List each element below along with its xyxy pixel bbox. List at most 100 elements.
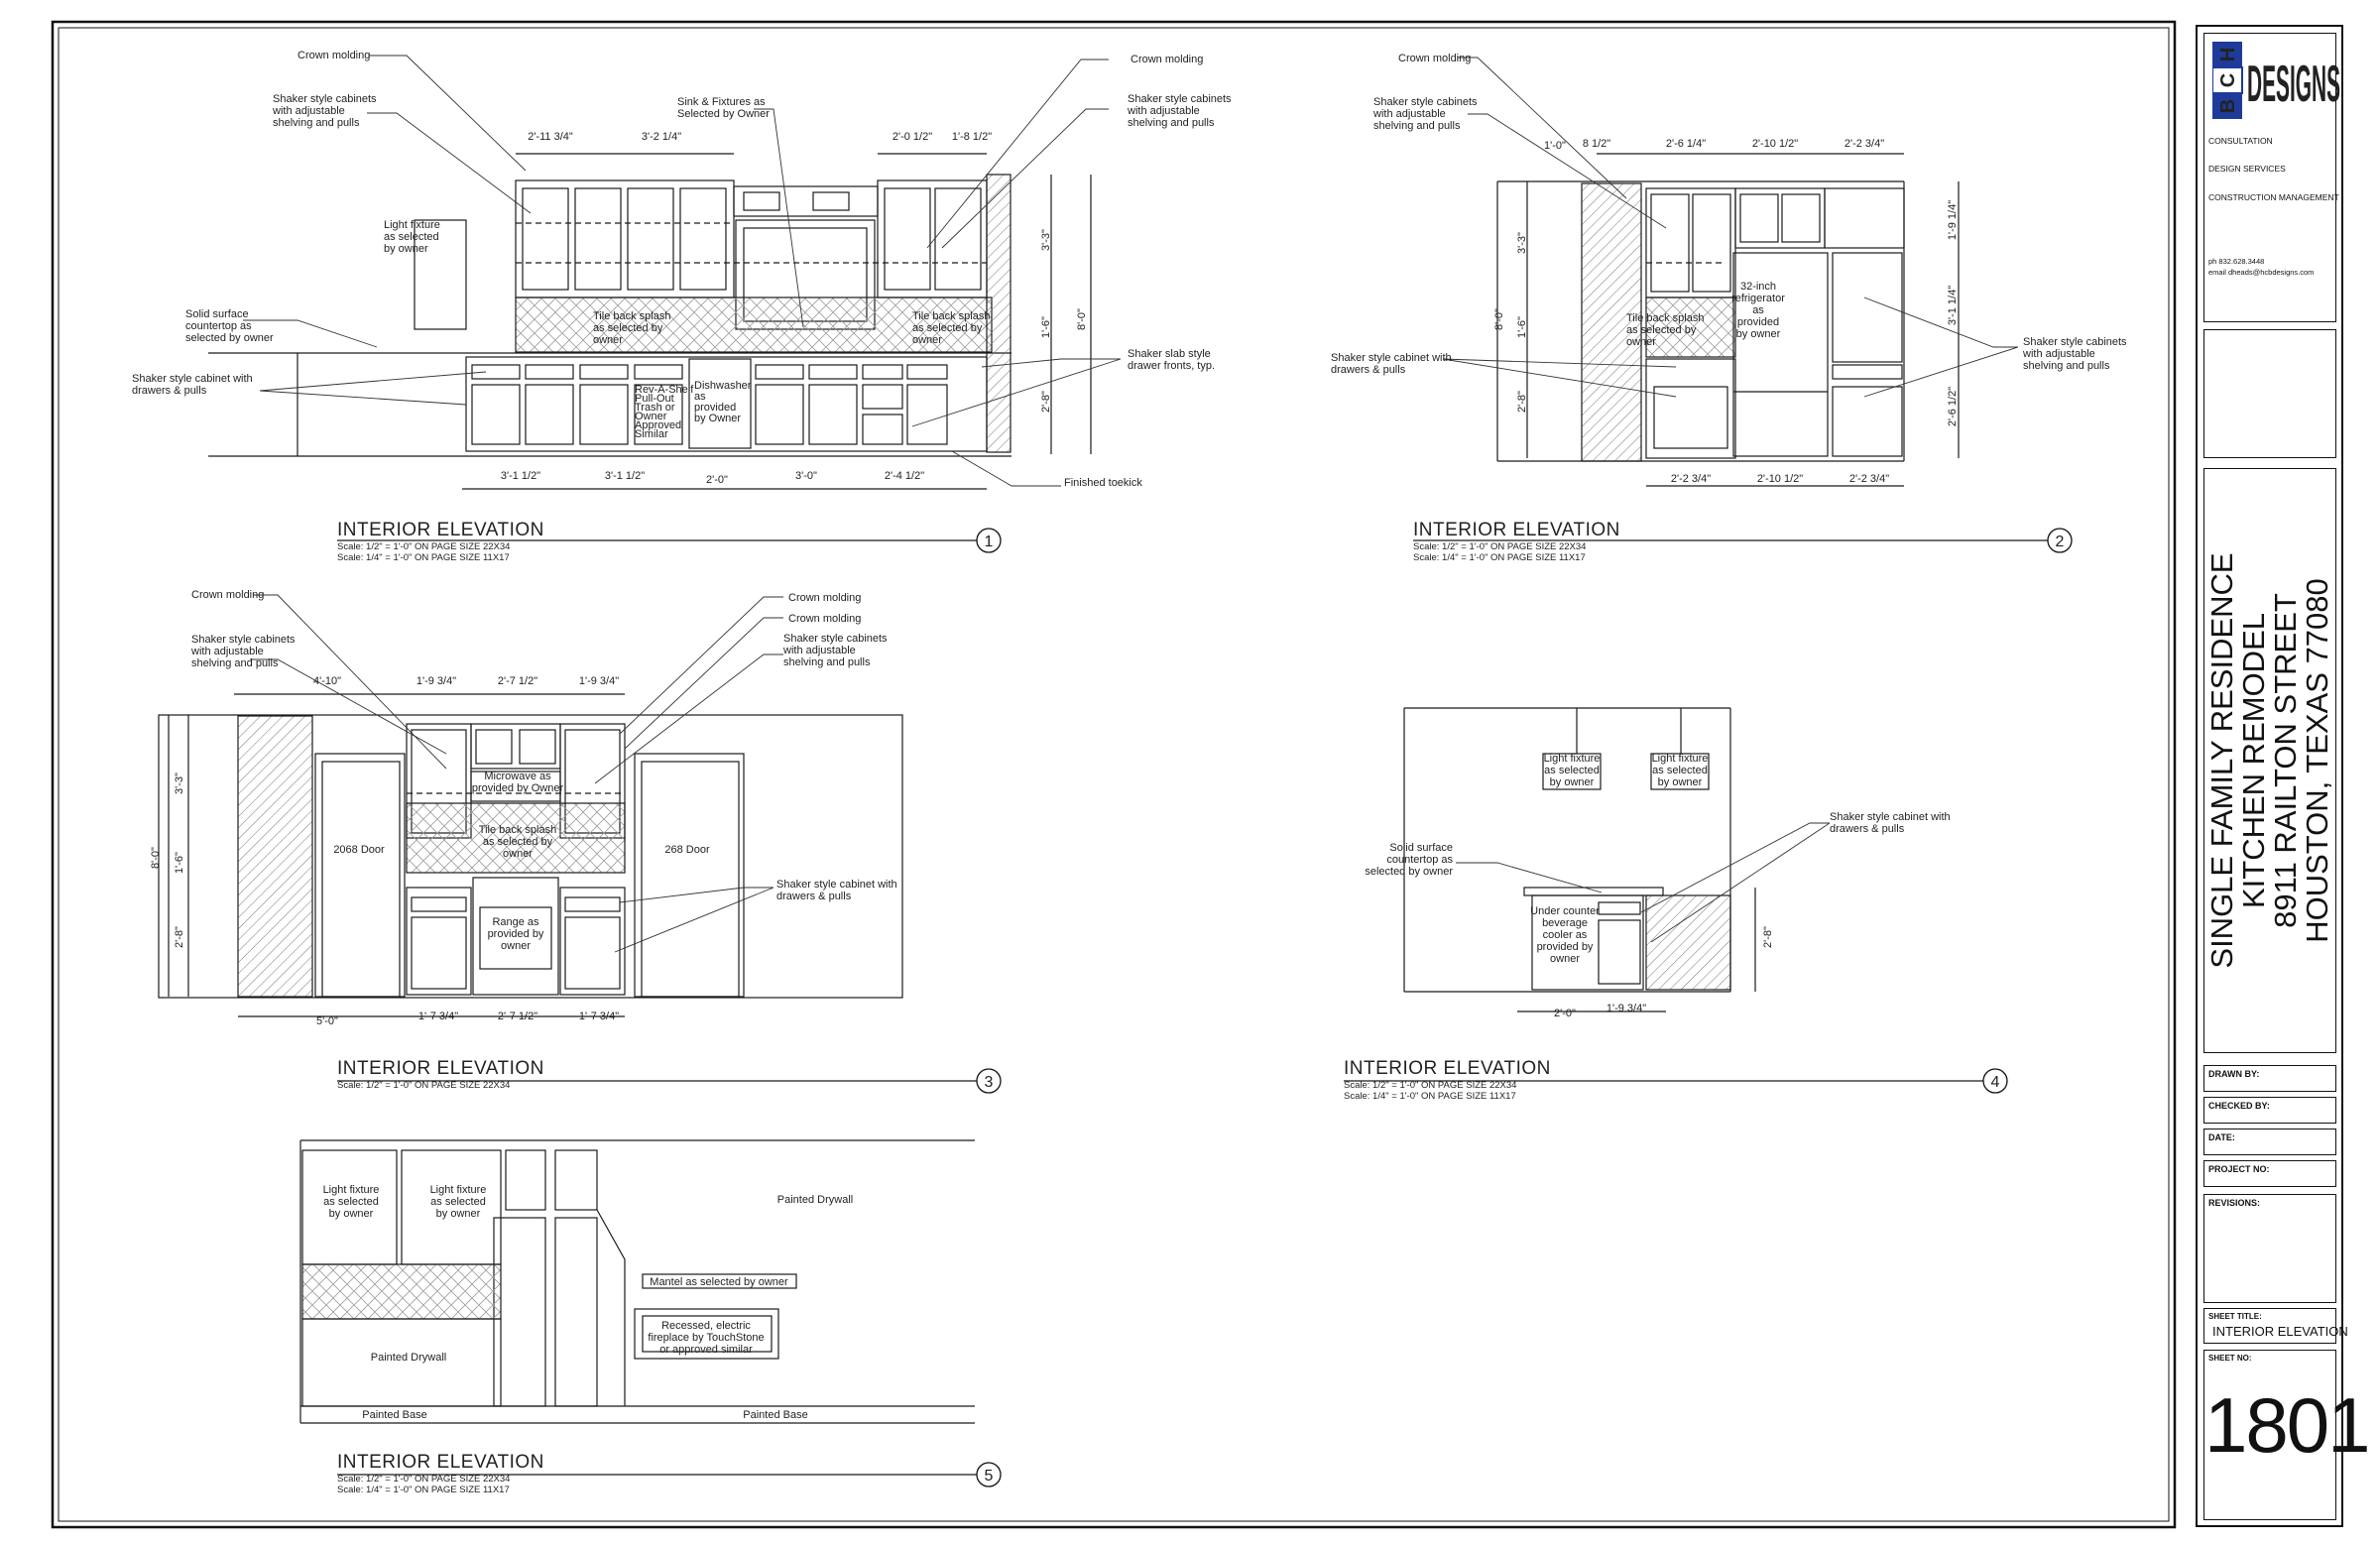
- service-design: DESIGN SERVICES: [2208, 164, 2286, 174]
- e1-crown-label: Crown molding: [298, 50, 370, 61]
- logo-letter-c: C: [2217, 73, 2239, 87]
- label-line: provided by: [1537, 941, 1594, 953]
- project-info-block: SINGLE FAMILY RESIDENCE KITCHEN REMODEL …: [2203, 468, 2336, 1053]
- label-line: 2'-4 1/2": [885, 470, 924, 482]
- sheet-border-inner: [58, 27, 2170, 1522]
- label-line: as selected by: [483, 836, 553, 848]
- label-line: 2068 Door: [333, 844, 385, 856]
- label-line: 8 1/2": [1583, 138, 1610, 150]
- label-line: 1'-8 1/2": [952, 131, 992, 143]
- label-line: 2'-0 1/2": [892, 131, 932, 143]
- e1-dim-right: 8'-0": [1076, 308, 1088, 330]
- label-line: provided: [694, 402, 736, 414]
- sheet-no-label: SHEET NO:: [2208, 1354, 2252, 1363]
- drawn-by-field: DRAWN BY:: [2203, 1065, 2336, 1092]
- e1-dim-top: 1'-8 1/2": [952, 131, 992, 143]
- label-line: drawer fronts, typ.: [1128, 360, 1215, 372]
- e2-dim-left: 8'-0": [1493, 308, 1505, 330]
- e3-dim-bottom: 2'-7 1/2": [498, 1010, 537, 1022]
- leader-lines: [243, 55, 2019, 953]
- label-line: shelving and pulls: [783, 656, 871, 668]
- label-line: INTERIOR ELEVATION: [337, 1452, 544, 1473]
- e2-dim-right: 3'-1 1/4": [1947, 286, 1959, 325]
- e3-dim-left: 2'-8": [174, 926, 185, 948]
- label-line: Selected by Owner: [677, 108, 770, 120]
- e2-dim-right: 1'-9 1/4": [1947, 200, 1959, 240]
- label-line: 1'-9 1/4": [1947, 200, 1959, 240]
- label-line: by owner: [1736, 328, 1781, 340]
- label-line: 2'-8": [1040, 391, 1052, 413]
- label-line: Dishwasher: [694, 380, 752, 392]
- logo-word: DESIGNS: [2247, 56, 2340, 113]
- label-line: 8'-0": [150, 847, 162, 869]
- e3-dim-left: 1'-6": [174, 852, 185, 874]
- label-line: shelving and pulls: [273, 117, 360, 129]
- label-line: 1'-9 3/4": [416, 675, 456, 687]
- label-line: 1'-6": [1516, 316, 1528, 338]
- label-line: Owner: [635, 411, 667, 422]
- label-line: Shaker style cabinets: [273, 93, 377, 105]
- sheet-title-label: SHEET TITLE:: [2208, 1312, 2262, 1321]
- label-line: Tile back splash: [912, 310, 990, 322]
- label-line: 3'-0": [795, 470, 817, 482]
- label-line: Painted Base: [362, 1409, 426, 1421]
- label-line: or approved similar: [659, 1344, 753, 1356]
- label-line: shelving and pulls: [2023, 360, 2110, 372]
- e2-dim-top: 2'-6 1/4": [1666, 138, 1706, 150]
- label-line: Tile back splash: [593, 310, 670, 322]
- e1-dim-bottom: 2'-0": [706, 474, 728, 486]
- e3-dim-bottom: 1'-7 3/4": [579, 1010, 619, 1022]
- e5-base-label-left: Painted Base: [362, 1409, 426, 1421]
- label-line: selected by owner: [185, 332, 274, 344]
- label-line: Shaker style cabinets: [1128, 93, 1232, 105]
- e1-dim-right: 3'-3": [1040, 229, 1052, 251]
- label-line: refrigerator: [1731, 293, 1785, 304]
- elevation-title: INTERIOR ELEVATION: [337, 1452, 544, 1473]
- label-line: drawers & pulls: [776, 891, 852, 902]
- elevation-number: 4: [1991, 1074, 2000, 1091]
- label-line: 2'-2 3/4": [1844, 138, 1884, 150]
- revisions-field: REVISIONS:: [2203, 1194, 2336, 1303]
- e1-toekick-label: Finished toekick: [1064, 477, 1142, 489]
- project-line-2: KITCHEN REMODEL: [2236, 613, 2271, 908]
- label-line: by owner: [329, 1208, 374, 1220]
- sheet-no-field: SHEET NO: 1801: [2203, 1350, 2371, 1520]
- e3-dim-top: 1'-9 3/4": [579, 675, 619, 687]
- revisions-label: REVISIONS:: [2208, 1198, 2261, 1208]
- label-line: Tile back splash: [479, 824, 556, 836]
- label-line: with adjustable: [782, 645, 856, 656]
- scale-note-22x34: Scale: 1/2" = 1'-0" ON PAGE SIZE 22X34: [337, 541, 510, 552]
- label-line: as: [1752, 304, 1764, 316]
- label-line: Crown molding: [788, 592, 861, 604]
- label-line: beverage: [1542, 917, 1588, 929]
- elevation-3-drawing: [158, 693, 903, 1017]
- label-line: Shaker style cabinet with: [776, 879, 897, 891]
- label-line: Solid surface: [185, 308, 249, 320]
- label-line: owner: [1550, 953, 1580, 965]
- label-line: Scale: 1/2" = 1'-0" ON PAGE SIZE 22X34: [337, 1080, 510, 1091]
- label-line: Scale: 1/4" = 1'-0" ON PAGE SIZE 11X17: [1413, 552, 1586, 563]
- label-line: provided: [1737, 316, 1779, 328]
- label-line: Painted Base: [743, 1409, 807, 1421]
- e3-dim-bottom: 1'-7 3/4": [418, 1010, 458, 1022]
- e5-mantel-label: Mantel as selected by owner: [650, 1276, 788, 1288]
- label-line: Recessed, electric: [661, 1320, 751, 1332]
- scale-note-11x17: Scale: 1/4" = 1'-0" ON PAGE SIZE 11X17: [1413, 552, 1586, 563]
- date-label: DATE:: [2208, 1132, 2235, 1142]
- label-line: 268 Door: [664, 844, 710, 856]
- label-line: with adjustable: [272, 105, 345, 117]
- e1-dim-top: 2'-0 1/2": [892, 131, 932, 143]
- elevation-5-drawing: [299, 1139, 975, 1424]
- label-line: owner: [912, 334, 942, 346]
- project-no-label: PROJECT NO:: [2208, 1164, 2270, 1174]
